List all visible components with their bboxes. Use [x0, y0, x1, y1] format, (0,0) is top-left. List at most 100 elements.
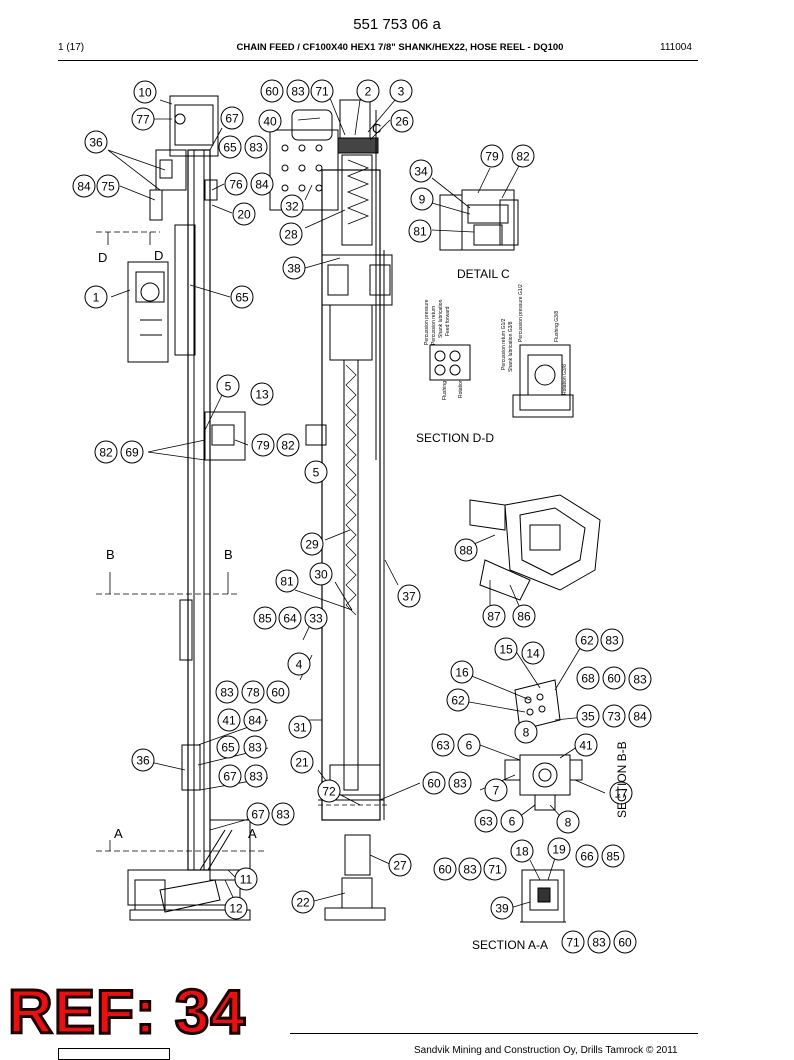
svg-text:79: 79: [256, 439, 270, 453]
callout-85: 85: [601, 844, 625, 868]
svg-text:22: 22: [296, 896, 310, 910]
callout-67: 67: [218, 764, 242, 788]
ref-stamp: REF: 34: [7, 978, 247, 1047]
callout-60: 60: [422, 771, 446, 795]
svg-text:66: 66: [580, 850, 594, 864]
callout-78: 78: [241, 680, 265, 704]
callout-15: 15: [494, 637, 518, 661]
callout-6: 6: [500, 809, 524, 833]
callout-13: 13: [250, 382, 274, 406]
svg-text:60: 60: [427, 777, 441, 791]
svg-text:41: 41: [579, 739, 593, 753]
section-cut-markers: [96, 231, 390, 852]
callout-75: 75: [96, 174, 120, 198]
callout-37: 37: [397, 584, 421, 608]
callout-1: 1: [84, 285, 108, 309]
svg-text:83: 83: [276, 808, 290, 822]
svg-text:83: 83: [633, 673, 647, 687]
section-letter-b: B: [224, 547, 233, 562]
callout-60: 60: [602, 666, 626, 690]
callout-5: 5: [216, 374, 240, 398]
svg-text:2: 2: [365, 85, 372, 99]
section-dd-drawing: [429, 344, 574, 418]
svg-text:8: 8: [565, 816, 572, 830]
svg-text:4: 4: [296, 658, 303, 672]
svg-text:79: 79: [485, 150, 499, 164]
svg-text:82: 82: [516, 150, 530, 164]
callout-7: 7: [484, 778, 508, 802]
isometric-view-drawing: [469, 494, 601, 601]
callout-60: 60: [260, 79, 284, 103]
svg-text:60: 60: [607, 672, 621, 686]
callout-34: 34: [409, 159, 433, 183]
callout-68: 68: [576, 666, 600, 690]
svg-text:38: 38: [287, 262, 301, 276]
leader-lines: [107, 97, 606, 909]
callout-5: 5: [304, 460, 328, 484]
callout-38: 38: [282, 256, 306, 280]
callout-26: 26: [390, 109, 414, 133]
callout-22: 22: [291, 890, 315, 914]
callout-27: 27: [388, 853, 412, 877]
svg-text:14: 14: [526, 647, 540, 661]
svg-text:78: 78: [246, 686, 260, 700]
svg-text:28: 28: [284, 228, 298, 242]
callout-40: 40: [258, 109, 282, 133]
callout-19: 19: [547, 837, 571, 861]
svg-text:72: 72: [322, 785, 336, 799]
svg-text:12: 12: [229, 902, 243, 916]
svg-text:67: 67: [225, 112, 239, 126]
svg-text:83: 83: [291, 85, 305, 99]
svg-text:37: 37: [402, 590, 416, 604]
dd-port-label: Flushing G3/8: [554, 311, 560, 342]
detail-c-drawing: [439, 189, 519, 251]
svg-text:81: 81: [280, 575, 294, 589]
callout-14: 14: [521, 641, 545, 665]
svg-text:83: 83: [248, 741, 262, 755]
section-letter-a: A: [114, 826, 123, 841]
svg-text:83: 83: [249, 770, 263, 784]
dd-port-label: Shank lubrication G3/8: [508, 321, 514, 372]
view-label-section-dd: SECTION D-D: [416, 431, 494, 445]
callout-62: 62: [575, 628, 599, 652]
callout-72: 72: [317, 779, 341, 803]
callout-8: 8: [514, 720, 538, 744]
callout-65: 65: [218, 135, 242, 159]
svg-text:18: 18: [515, 845, 529, 859]
svg-text:84: 84: [255, 178, 269, 192]
svg-text:83: 83: [249, 141, 263, 155]
svg-text:26: 26: [395, 115, 409, 129]
left-feed-assembly: [127, 95, 251, 921]
svg-text:83: 83: [592, 936, 606, 950]
callout-67: 67: [220, 106, 244, 130]
callout-2: 2: [356, 79, 380, 103]
svg-text:76: 76: [229, 178, 243, 192]
svg-text:36: 36: [89, 136, 103, 150]
callout-60: 60: [266, 680, 290, 704]
svg-text:8: 8: [523, 726, 530, 740]
svg-text:77: 77: [136, 113, 150, 127]
svg-text:17: 17: [614, 787, 628, 801]
svg-text:82: 82: [99, 446, 113, 460]
svg-text:21: 21: [295, 756, 309, 770]
callout-83: 83: [271, 802, 295, 826]
callout-32: 32: [280, 194, 304, 218]
callout-83: 83: [600, 628, 624, 652]
callout-21: 21: [290, 750, 314, 774]
callout-84: 84: [243, 708, 267, 732]
callout-79: 79: [480, 144, 504, 168]
callout-84: 84: [628, 704, 652, 728]
document-number: 551 753 06 a: [353, 16, 441, 33]
svg-text:84: 84: [248, 714, 262, 728]
svg-text:84: 84: [77, 180, 91, 194]
callout-76: 76: [224, 172, 248, 196]
callout-79: 79: [251, 433, 275, 457]
svg-text:83: 83: [453, 777, 467, 791]
svg-text:65: 65: [223, 141, 237, 155]
callout-87: 87: [482, 604, 506, 628]
callout-63: 63: [474, 809, 498, 833]
callout-71: 71: [483, 857, 507, 881]
callout-4: 4: [287, 652, 311, 676]
callout-12: 12: [224, 896, 248, 920]
svg-text:30: 30: [314, 568, 328, 582]
